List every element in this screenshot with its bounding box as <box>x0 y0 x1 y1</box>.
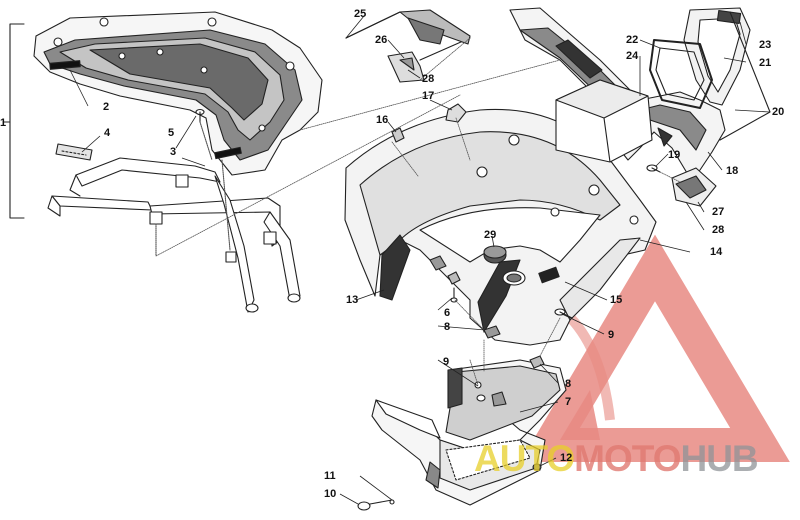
callout-27: 27 <box>712 206 725 218</box>
callout-6: 6 <box>444 307 451 319</box>
callout-11: 11 <box>324 470 336 482</box>
callout-13: 13 <box>346 294 359 306</box>
bolt-8-upper <box>483 325 501 339</box>
rack-frame-part <box>47 157 301 313</box>
group-bracket-1 <box>3 23 25 219</box>
callout-17: 17 <box>422 90 435 102</box>
storage-box <box>555 79 653 163</box>
bolt-19 <box>646 164 661 173</box>
bolt-5 <box>195 108 205 123</box>
decal-4 <box>55 143 93 161</box>
callout-20: 20 <box>772 106 785 118</box>
callout-16: 16 <box>376 114 389 126</box>
callout-8-upper: 8 <box>444 321 451 333</box>
watermark-text: AUTOMOTOHUB <box>474 438 759 480</box>
rear-fender-body <box>344 108 657 346</box>
callout-21: 21 <box>759 57 772 69</box>
washer-10 <box>357 499 393 511</box>
lower-mud-guard <box>371 359 567 506</box>
watermark-auto: AUTO <box>474 438 575 479</box>
watermark-hub: HUB <box>680 438 758 479</box>
callout-28-upper: 28 <box>422 73 435 85</box>
watermark-moto: MOTO <box>574 438 681 479</box>
rack-rail-22 <box>649 39 713 109</box>
rear-rack-part <box>33 11 323 176</box>
callout-29: 29 <box>484 229 497 241</box>
callout-19: 19 <box>668 149 681 161</box>
clip-17 <box>445 103 467 123</box>
callout-4: 4 <box>104 127 111 139</box>
rivet-11 <box>389 499 395 505</box>
callout-8-lower: 8 <box>565 378 572 390</box>
callout-14: 14 <box>710 246 723 258</box>
callout-15: 15 <box>610 294 623 306</box>
bracket-assembly-25 <box>345 9 471 61</box>
callout-25: 25 <box>354 8 367 20</box>
callout-9-right: 9 <box>608 329 615 341</box>
callout-9-left: 9 <box>443 356 450 368</box>
callout-18: 18 <box>726 165 739 177</box>
bolt-9-upper <box>554 308 573 319</box>
callout-22: 22 <box>626 34 639 46</box>
callout-10: 10 <box>324 488 337 500</box>
callout-2: 2 <box>103 101 110 113</box>
bracket-27 <box>671 167 717 207</box>
callout-26: 26 <box>375 34 388 46</box>
callout-5: 5 <box>168 127 175 139</box>
fuel-cap-29 <box>483 245 526 286</box>
callout-23: 23 <box>759 39 772 51</box>
callout-12: 12 <box>560 452 573 464</box>
callout-28-lower: 28 <box>712 224 725 236</box>
callout-1: 1 <box>0 117 7 129</box>
callout-3: 3 <box>170 146 177 158</box>
clip-16 <box>391 127 405 143</box>
callout-7: 7 <box>565 396 572 408</box>
callout-24: 24 <box>626 50 639 62</box>
